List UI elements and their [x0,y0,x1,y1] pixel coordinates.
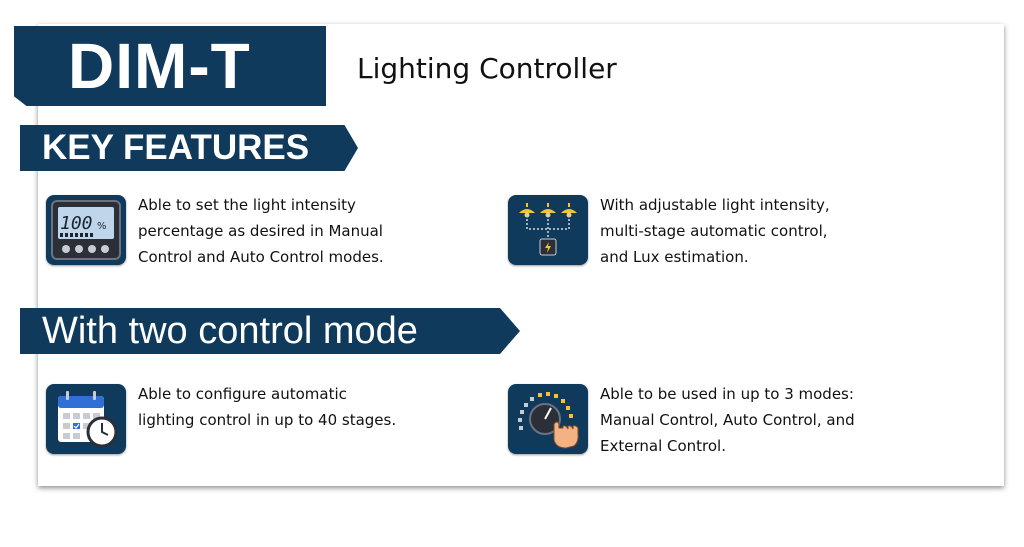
dial-hand-icon [508,384,588,454]
calendar-clock-icon [46,384,126,454]
lcd-unit: % [97,221,107,232]
section-banner-control-mode: With two control mode [20,308,520,354]
feature-description: Able to set the light intensity percenta… [138,196,384,266]
ceiling-lamps-icon [508,195,588,265]
product-subtitle: Lighting Controller [357,52,617,85]
feature-description: Able to be used in up to 3 modes: Manual… [600,385,855,455]
feature-light-intensity: 100 % Able to set the light intensity pe… [46,195,438,270]
feature-description: With adjustable light intensity, multi-s… [600,196,830,266]
product-banner: DIM-T [14,26,326,106]
section-title: KEY FEATURES [42,128,310,167]
lcd-display-icon: 100 % [46,195,126,265]
product-name: DIM-T [68,30,251,102]
section-title: With two control mode [42,309,418,352]
feature-three-modes: Able to be used in up to 3 modes: Manual… [508,384,900,459]
section-banner-key-features: KEY FEATURES [20,125,358,171]
lcd-value: 100 [60,213,93,234]
feature-multi-stage-control: With adjustable light intensity, multi-s… [508,195,900,270]
feature-description: Able to configure automatic lighting con… [138,385,397,429]
feature-automatic-stages: Able to configure automatic lighting con… [46,384,438,454]
